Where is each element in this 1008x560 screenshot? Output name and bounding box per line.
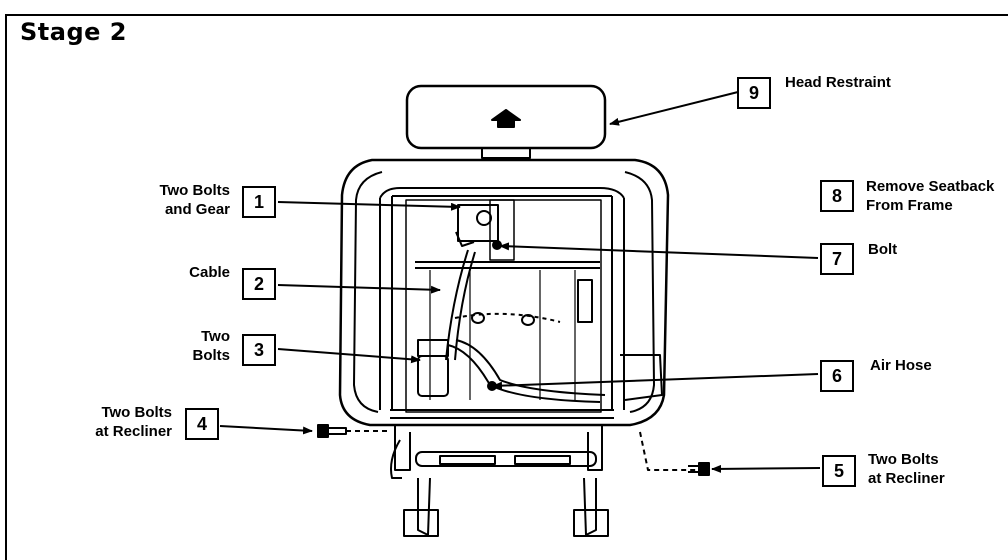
bolt-left-illustration [317, 424, 390, 438]
diagram-title: Stage 2 [20, 18, 127, 46]
callout-7-number: 7 [820, 243, 854, 275]
callout-9-label: Head Restraint [785, 74, 891, 91]
leader-4 [219, 425, 313, 435]
leader-6 [492, 373, 819, 390]
leader-5 [711, 464, 821, 473]
callout-1-number: 1 [242, 186, 276, 218]
callout-6-label: Air Hose [870, 357, 932, 374]
callout-2-number: 2 [242, 268, 276, 300]
callout-4-number: 4 [185, 408, 219, 440]
diagram-frame [5, 14, 1008, 560]
callout-8-number: 8 [820, 180, 854, 212]
callout-9-number: 9 [737, 77, 771, 109]
callout-7-label: Bolt [868, 241, 898, 258]
leader-3 [277, 348, 421, 364]
leader-2 [277, 284, 441, 294]
leader-7 [499, 242, 819, 259]
leader-9 [609, 91, 739, 126]
callout-5-number: 5 [822, 455, 856, 487]
leader-1 [277, 201, 461, 211]
head-restraint-illustration [405, 84, 607, 159]
callout-2-label: Cable [189, 264, 230, 281]
bolt-right-illustration [688, 462, 710, 476]
callout-3-number: 3 [242, 334, 276, 366]
callout-6-number: 6 [820, 360, 854, 392]
seatback-illustration [338, 158, 705, 537]
